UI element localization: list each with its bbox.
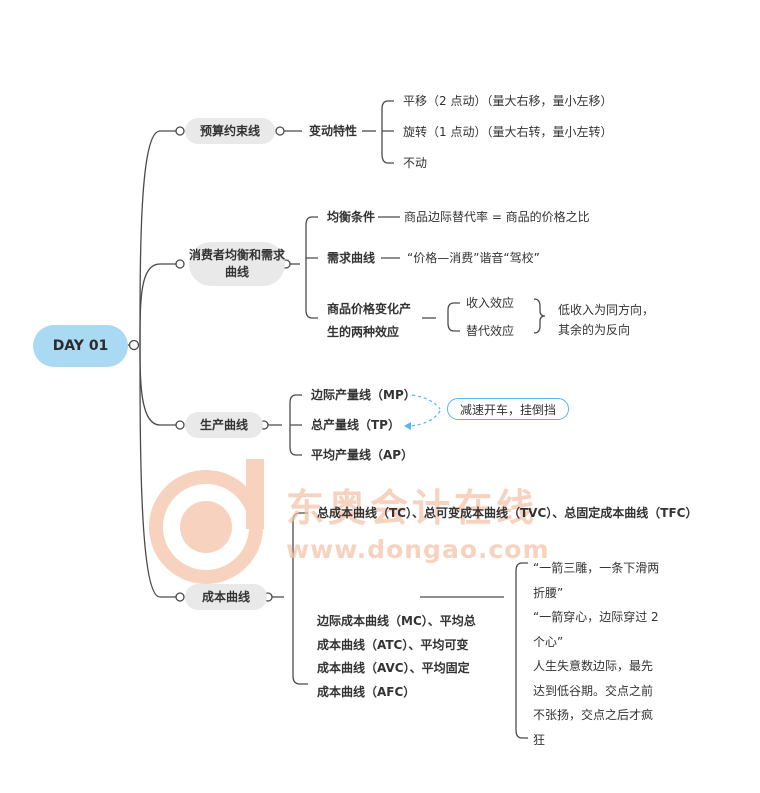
watermark-logo	[149, 459, 264, 584]
watermark: 东奥会计在线 www.dongao.com	[148, 455, 578, 585]
branch-1-out-connector	[275, 126, 285, 136]
branch-budget-line[interactable]: 预算约束线	[185, 118, 275, 144]
branch-4-connector	[175, 592, 185, 602]
bracket-b2-effects	[447, 302, 460, 332]
callout-link-tp	[409, 410, 441, 427]
branch-production-curve[interactable]: 生产曲线	[185, 412, 263, 438]
demand-curve-detail: “价格—消费”谐音“驾校”	[407, 251, 540, 265]
effects-note: 低收入为同方向，其余的为反向	[558, 303, 655, 337]
bracket-b3-items	[289, 394, 302, 456]
branch-cost-curve[interactable]: 成本曲线	[185, 584, 267, 610]
callout-arrowhead	[404, 422, 411, 430]
cost-note-1: “一箭三雕，一条下滑两折腰”	[533, 561, 660, 600]
watermark-cn: 东奥会计在线	[286, 486, 539, 530]
unit-cost-curves: 边际成本曲线（MC）、平均总成本曲线（ATC）、平均可变成本曲线（AVC）、平均…	[317, 614, 476, 699]
root-node[interactable]: DAY 01	[33, 325, 128, 367]
link-branch-4	[139, 344, 180, 598]
branch-3-connector	[175, 420, 185, 430]
budget-leaf-static: 不动	[403, 156, 428, 170]
demand-curve-label: 需求曲线	[327, 251, 376, 265]
budget-leaf-rotate: 旋转（1 点动）（量大右转，量小左转）	[403, 125, 613, 139]
bracket-b4-items	[292, 512, 308, 685]
root-connector	[128, 339, 140, 351]
bracket-b1-leaves	[381, 100, 394, 164]
link-branch-3	[139, 344, 180, 426]
link-branch-1	[139, 130, 180, 346]
equilibrium-condition-detail: 商品边际替代率 = 商品的价格之比	[404, 210, 590, 224]
substitution-effect: 替代效应	[466, 324, 515, 338]
watermark-url: www.dongao.com	[286, 535, 550, 564]
callout-link-mp	[411, 394, 441, 410]
price-change-effects-label: 商品价格变化产生的两种效应	[327, 302, 412, 339]
branch-consumer-equilibrium[interactable]: 消费者均衡和需求曲线	[189, 242, 285, 286]
bracket-b2-items	[305, 216, 318, 319]
total-cost-curves: 总成本曲线（TC）、总可变成本曲线（TVC）、总固定成本曲线（TFC）	[317, 506, 698, 520]
cost-note-3: 人生失意数边际，最先达到低谷期。交点之前不张扬，交点之后才疯狂	[533, 659, 654, 747]
cost-note-2: “一箭穿心，边际穿过 2 个心”	[533, 610, 659, 649]
link-branch-2	[139, 263, 180, 346]
branch-2-connector	[175, 259, 185, 269]
bracket-b4-notes	[515, 562, 528, 739]
total-product-line: 总产量线（TP）	[311, 418, 400, 432]
production-mnemonic-callout: 减速开车，挂倒挡	[447, 398, 569, 420]
brace-effects-note	[533, 298, 546, 334]
equilibrium-condition-label: 均衡条件	[327, 210, 376, 224]
budget-change-property: 变动特性	[309, 124, 358, 138]
budget-leaf-shift: 平移（2 点动）（量大右移，量小左移）	[403, 94, 613, 108]
marginal-product-line: 边际产量线（MP）	[311, 388, 416, 402]
income-effect: 收入效应	[466, 296, 515, 310]
branch-1-connector	[175, 126, 185, 136]
average-product-line: 平均产量线（AP）	[311, 448, 414, 462]
